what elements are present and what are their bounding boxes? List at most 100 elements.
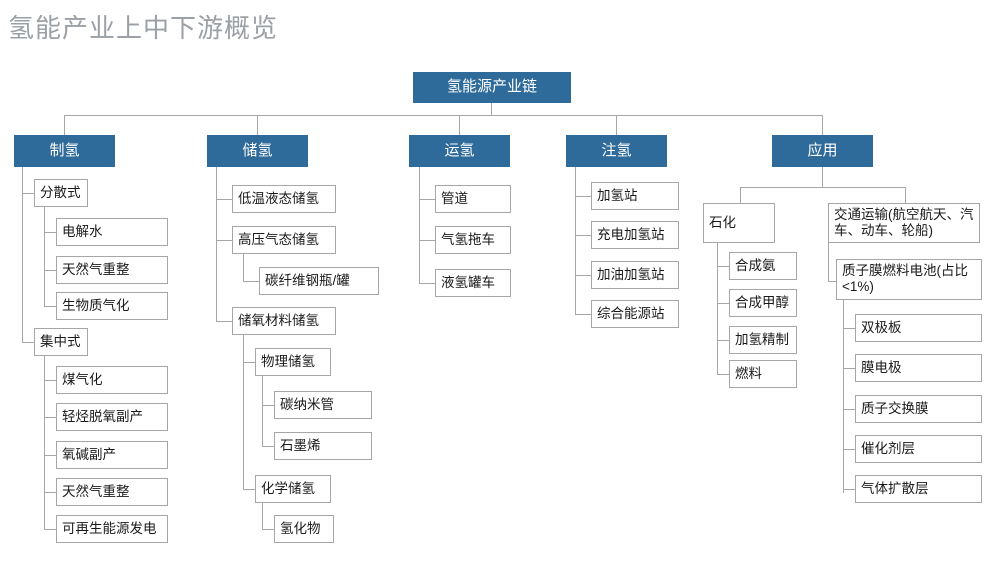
node-jiaotong-yunshu[interactable]: 交通运输(航空航天、汽车、动车、轮船) — [828, 203, 980, 243]
node-fensanshi[interactable]: 分散式 — [34, 179, 88, 207]
node-yeqing-guanche[interactable]: 液氢罐车 — [435, 269, 511, 297]
node-chongdian-jiaqingzhan[interactable]: 充电加氢站 — [591, 221, 679, 249]
connector-yingyong-stem — [822, 167, 823, 187]
connector-chuqing-c2 — [216, 240, 232, 241]
connector-fc-c4 — [843, 449, 855, 450]
node-mo-dianji[interactable]: 膜电极 — [855, 354, 982, 382]
connector-yingyong-bus — [740, 187, 905, 188]
node-shengwuzhi-qihua[interactable]: 生物质气化 — [56, 292, 168, 320]
connector-jizhongshi-spine — [44, 356, 45, 529]
node-hechengan[interactable]: 合成氨 — [729, 252, 797, 280]
connector-shihua-c4 — [717, 374, 729, 375]
connector-zhiqing-to-jizhongshi — [22, 342, 34, 343]
connector-shihua-c3 — [717, 340, 729, 341]
connector-jizhongshi-c4 — [44, 492, 56, 493]
connector-shihua-c2 — [717, 303, 729, 304]
connector-zhuqing-spine — [575, 167, 576, 314]
node-qiqing-tuoche[interactable]: 气氢拖车 — [435, 226, 511, 254]
node-jiaqingzhan[interactable]: 加氢站 — [591, 182, 679, 210]
connector-shihua-c1 — [717, 266, 729, 267]
connector-drop-zhiqing — [64, 115, 65, 135]
connector-zhuqing-c3 — [575, 275, 591, 276]
connector-gaoya-c1 — [243, 281, 259, 282]
connector-yingyong-drop-jiaotong — [905, 187, 906, 203]
node-zonghe-nengyuanzhan[interactable]: 综合能源站 — [591, 300, 679, 328]
connector-drop-yingyong — [822, 115, 823, 135]
connector-fc-c3 — [843, 409, 855, 410]
connector-huaxue-spine — [262, 503, 263, 529]
node-diwen-yetai[interactable]: 低温液态储氢 — [232, 185, 336, 213]
connector-jizhongshi-c5 — [44, 529, 56, 530]
node-tanxianwei-gangping[interactable]: 碳纤维钢瓶/罐 — [259, 267, 379, 295]
node-meiqihua[interactable]: 煤气化 — [56, 366, 168, 394]
connector-drop-yunqing — [459, 115, 460, 135]
connector-gaoya-spine — [243, 254, 244, 281]
connector-drop-chuqing — [257, 115, 258, 135]
connector-drop-zhuqing — [616, 115, 617, 135]
node-branch-yingyong[interactable]: 应用 — [772, 135, 873, 167]
connector-jiaotong-spine — [828, 243, 829, 281]
connector-yingyong-drop-shihua — [740, 187, 741, 203]
connector-huaxue-c1 — [262, 529, 274, 530]
connector-root-bus — [64, 115, 822, 116]
node-qinghuawu[interactable]: 氢化物 — [274, 515, 334, 543]
connector-fensanshi-spine — [44, 207, 45, 306]
node-tianranqi-chongzheng-2[interactable]: 天然气重整 — [56, 478, 168, 506]
connector-chuyang-spine — [243, 335, 244, 489]
node-tannami-guan[interactable]: 碳纳米管 — [274, 391, 372, 419]
node-branch-zhiqing[interactable]: 制氢 — [14, 135, 115, 167]
node-hecheng-jiachun[interactable]: 合成甲醇 — [729, 289, 797, 317]
connector-wuli-c2 — [262, 446, 274, 447]
connector-fensanshi-c3 — [44, 306, 56, 307]
connector-fensanshi-c2 — [44, 270, 56, 271]
node-guandao[interactable]: 管道 — [435, 185, 511, 213]
connector-wuli-spine — [262, 376, 263, 446]
node-yangjian-fuchan[interactable]: 氧碱副产 — [56, 441, 168, 469]
connector-zhiqing-spine — [22, 167, 23, 343]
node-shuangjiban[interactable]: 双极板 — [855, 314, 982, 342]
node-cuihuajiceng[interactable]: 催化剂层 — [855, 435, 982, 463]
connector-chuqing-c3 — [216, 321, 232, 322]
node-dianjieshui[interactable]: 电解水 — [56, 218, 168, 246]
node-jiaqing-jingzhi[interactable]: 加氢精制 — [729, 326, 797, 354]
connector-zhuqing-c2 — [575, 235, 591, 236]
connector-fensanshi-c1 — [44, 232, 56, 233]
node-shimoxi[interactable]: 石墨烯 — [274, 432, 372, 460]
node-branch-chuqing[interactable]: 储氢 — [207, 135, 308, 167]
node-huaxue-chuqing[interactable]: 化学储氢 — [255, 475, 331, 503]
connector-jizhongshi-c2 — [44, 417, 56, 418]
connector-wuli-c1 — [262, 405, 274, 406]
node-chuyang-cailiao[interactable]: 储氧材料储氢 — [232, 307, 336, 335]
connector-chuqing-c1 — [216, 199, 232, 200]
node-root[interactable]: 氢能源产业链 — [413, 72, 571, 103]
node-branch-yunqing[interactable]: 运氢 — [409, 135, 510, 167]
node-shihua[interactable]: 石化 — [703, 203, 775, 243]
connector-chuqing-spine — [216, 167, 217, 322]
node-qiti-kuosanceng[interactable]: 气体扩散层 — [855, 475, 982, 503]
node-jizhongshi[interactable]: 集中式 — [34, 328, 88, 356]
connector-fc-c5 — [843, 489, 855, 490]
connector-ranliaodianchi-spine — [843, 300, 844, 493]
node-zhizimo-ranliao-dianchi[interactable]: 质子膜燃料电池(占比<1%) — [836, 259, 982, 300]
node-gaoya-qitai[interactable]: 高压气态储氢 — [232, 226, 336, 254]
connector-yunqing-c1 — [419, 199, 435, 200]
connector-shihua-spine — [717, 243, 718, 374]
connector-chuyang-c1 — [243, 362, 255, 363]
node-tianranqi-chongzheng-1[interactable]: 天然气重整 — [56, 256, 168, 284]
connector-zhuqing-c4 — [575, 314, 591, 315]
node-zhizi-jiaohuanmo[interactable]: 质子交换膜 — [855, 395, 982, 423]
node-ranliao[interactable]: 燃料 — [729, 360, 797, 388]
node-jiayou-jiaqingzhan[interactable]: 加油加氢站 — [591, 261, 679, 289]
connector-fc-c2 — [843, 368, 855, 369]
connector-yunqing-c3 — [419, 283, 435, 284]
connector-zhiqing-to-fensanshi — [22, 193, 34, 194]
connector-yunqing-c2 — [419, 240, 435, 241]
node-kezaisheng-nengyuan[interactable]: 可再生能源发电 — [56, 515, 168, 543]
connector-root-stem — [491, 102, 492, 115]
connector-yunqing-spine — [419, 167, 420, 283]
connector-jiaotong-c1 — [828, 281, 836, 282]
node-wuli-chuqing[interactable]: 物理储氢 — [255, 348, 331, 376]
node-qingting-tuoyang[interactable]: 轻烃脱氧副产 — [56, 403, 168, 431]
node-branch-zhuqing[interactable]: 注氢 — [566, 135, 667, 167]
